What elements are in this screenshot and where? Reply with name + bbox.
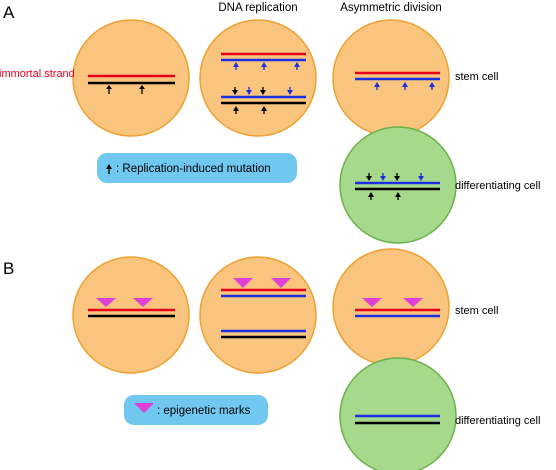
mutation-arrow bbox=[429, 82, 435, 90]
mutation-arrow bbox=[287, 87, 293, 95]
panel-a-replicating-cell bbox=[199, 19, 317, 137]
mutation-arrow bbox=[232, 87, 238, 95]
panel-a-letter: A bbox=[3, 3, 15, 22]
epigenetic-mark bbox=[403, 298, 423, 307]
epigenetic-legend: : epigenetic marks bbox=[124, 395, 268, 425]
panel-b-stem-cell bbox=[332, 248, 450, 366]
mutation-arrow bbox=[368, 192, 374, 200]
differentiating-cell-label: differentiating cell bbox=[455, 415, 540, 427]
mutation-arrow bbox=[402, 82, 408, 90]
up-arrow-icon bbox=[106, 164, 112, 174]
panel-b-differentiating-cell bbox=[339, 357, 457, 470]
mutation-arrow bbox=[246, 87, 252, 95]
column-label-dna-replication: DNA replication bbox=[218, 2, 297, 14]
panel-b-parent-cell bbox=[72, 256, 190, 374]
down-triangle-icon bbox=[134, 403, 154, 413]
panel-b-replicating-cell bbox=[199, 256, 317, 374]
epigenetic-mark bbox=[96, 298, 116, 307]
mutation-arrow bbox=[233, 62, 239, 70]
epigenetic-mark bbox=[362, 298, 382, 307]
mutation-arrow bbox=[106, 85, 112, 94]
column-label-asymmetric-division: Asymmetric division bbox=[340, 2, 442, 14]
mutation-arrow bbox=[380, 173, 386, 181]
mutation-arrow bbox=[294, 62, 300, 70]
panel-a-differentiating-cell bbox=[339, 126, 457, 244]
mutation-arrow bbox=[394, 173, 400, 181]
mutation-arrow bbox=[261, 62, 267, 70]
stem-cell-label: stem cell bbox=[455, 71, 498, 83]
epigenetic-mark bbox=[133, 298, 153, 307]
immortal-strand-label: immortal strand bbox=[0, 68, 75, 80]
mutation-arrow bbox=[374, 82, 380, 90]
mutation-arrow bbox=[233, 106, 239, 114]
panel-a-stem-cell bbox=[332, 19, 450, 137]
mutation-legend: : Replication-induced mutation bbox=[97, 153, 297, 183]
panel-b-letter: B bbox=[3, 259, 14, 278]
mutation-arrow bbox=[139, 85, 145, 94]
mutation-arrow bbox=[260, 87, 266, 95]
stem-cell-label: stem cell bbox=[455, 305, 498, 317]
mutation-arrow bbox=[366, 173, 372, 181]
mutation-arrow bbox=[261, 106, 267, 114]
epigenetic-mark bbox=[233, 278, 253, 288]
epigenetic-legend-text: : epigenetic marks bbox=[157, 405, 251, 417]
mutation-arrow bbox=[418, 173, 424, 181]
differentiating-cell-label: differentiating cell bbox=[455, 180, 540, 192]
mutation-legend-text: : Replication-induced mutation bbox=[116, 163, 271, 175]
epigenetic-mark bbox=[271, 278, 291, 288]
panel-a-parent-cell bbox=[72, 19, 190, 137]
mutation-arrow bbox=[395, 192, 401, 200]
